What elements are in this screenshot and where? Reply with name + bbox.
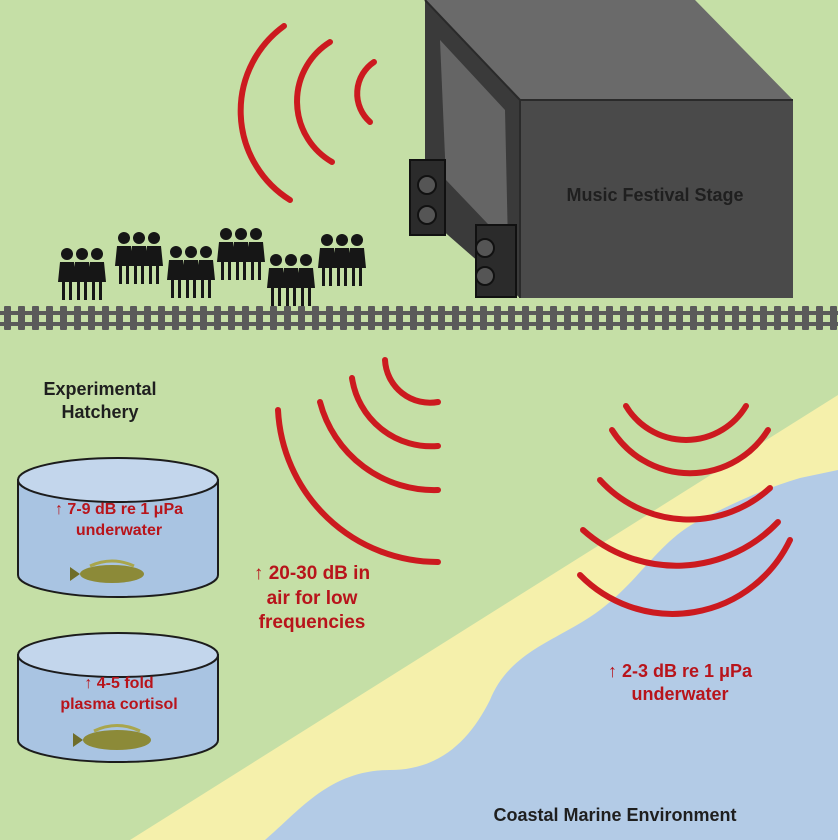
- speaker-icon: [475, 224, 517, 298]
- hatchery-title: Experimental Hatchery: [20, 378, 180, 425]
- sound-wave-icon: [237, 23, 377, 203]
- air-noise-note: ↑ 20-30 dB in air for low frequencies: [222, 562, 402, 636]
- fence-icon: [0, 306, 838, 330]
- water-noise-note: ↑ 2-3 dB re 1 μPa underwater: [585, 660, 775, 707]
- coast-label-text: Coastal Marine Environment: [493, 805, 737, 825]
- tank1-note-line2: underwater: [75, 521, 163, 539]
- music-festival-stage: [424, 0, 793, 298]
- tank1-note-line1: ↑ 7-9 dB re 1 μPa: [54, 501, 184, 518]
- sound-wave-icon: [577, 403, 793, 617]
- stage-label-text: Music Festival Stage: [566, 185, 744, 205]
- tank2-note-line2: plasma cortisol: [60, 695, 178, 713]
- water-noise-note-line2: underwater: [631, 684, 729, 705]
- speaker-icon: [409, 159, 446, 236]
- hatchery-title-line1: Experimental: [43, 379, 157, 399]
- fish-icon: [73, 724, 151, 750]
- air-noise-note-line3: frequencies: [258, 612, 366, 634]
- air-noise-note-line1: ↑ 20-30 dB in: [253, 563, 371, 584]
- coast-label: Coastal Marine Environment: [450, 804, 780, 827]
- water-noise-note-line1: ↑ 2-3 dB re 1 μPa: [607, 661, 753, 681]
- tank2-note: ↑ 4-5 fold plasma cortisol: [24, 674, 214, 716]
- fish-icon: [70, 559, 144, 583]
- air-noise-note-line2: air for low: [266, 587, 358, 609]
- sound-wave-icon: [275, 357, 441, 566]
- stage-label: Music Festival Stage: [545, 184, 765, 207]
- tank2-note-line1: ↑ 4-5 fold: [84, 675, 154, 692]
- tank-icon: [17, 457, 219, 598]
- tank1-note: ↑ 7-9 dB re 1 μPa underwater: [24, 500, 214, 542]
- hatchery-title-line2: Hatchery: [61, 402, 139, 423]
- tank-icon: [17, 632, 219, 763]
